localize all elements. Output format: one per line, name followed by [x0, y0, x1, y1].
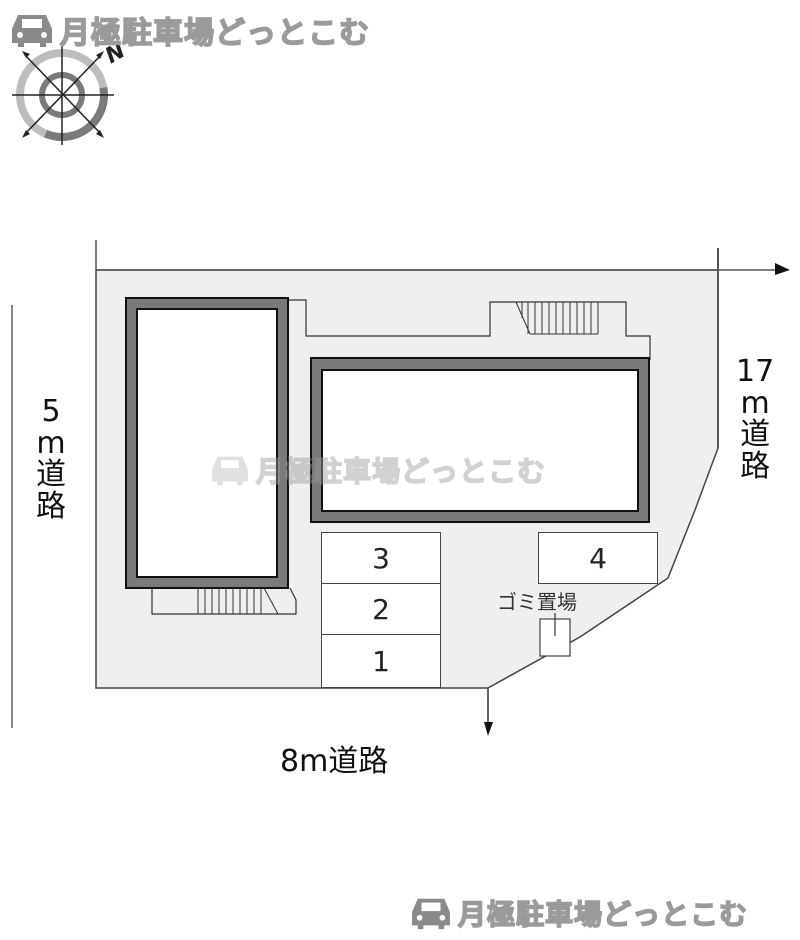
- road-char: 路: [36, 488, 66, 524]
- space-number: 4: [589, 541, 607, 575]
- watermark-center: 月極駐車場どっとこむ: [210, 450, 546, 490]
- road-char: 道: [36, 457, 66, 492]
- car-icon: [212, 456, 248, 486]
- bottom-road-label: 8m道路: [280, 744, 389, 779]
- parking-space-4[interactable]: 4: [538, 532, 658, 584]
- parking-space-1[interactable]: 1: [321, 634, 441, 688]
- parking-space-3[interactable]: 3: [321, 532, 441, 584]
- road-width: 5: [41, 394, 61, 429]
- watermark-top: 月極駐車場どっとこむ: [10, 8, 370, 52]
- building-right: [310, 357, 650, 523]
- car-icon: [412, 898, 450, 930]
- stairs-bottom-icon: [197, 587, 279, 615]
- right-road-label: 17 m 道 路: [736, 356, 774, 482]
- space-number: 2: [372, 592, 390, 626]
- road-char: 路: [740, 448, 771, 484]
- garbage-label: ゴミ置場: [497, 590, 577, 614]
- car-icon: [12, 15, 52, 47]
- road-width: 17: [736, 354, 775, 389]
- watermark-bottom: 月極駐車場どっとこむ: [410, 893, 748, 933]
- watermark-text: 月極駐車場どっとこむ: [59, 15, 370, 52]
- stairs-top-icon: [515, 301, 599, 335]
- entry-arrow-right-icon: [775, 263, 790, 275]
- garbage-area: [539, 618, 571, 657]
- parking-space-2[interactable]: 2: [321, 583, 441, 635]
- road-unit: m: [740, 385, 770, 421]
- space-number: 3: [372, 541, 390, 575]
- left-road-label: 5 m 道 路: [36, 396, 66, 522]
- compass-rose-icon: N: [12, 38, 130, 145]
- road-char: 道: [740, 417, 771, 452]
- building-left: [125, 297, 289, 589]
- watermark-text: 月極駐車場どっとこむ: [457, 897, 749, 932]
- annex-outline: [288, 299, 651, 360]
- space-number: 1: [372, 644, 390, 678]
- entry-arrow-down-icon: [484, 722, 493, 736]
- watermark-text: 月極駐車場どっとこむ: [255, 454, 547, 489]
- road-unit: m: [36, 425, 66, 461]
